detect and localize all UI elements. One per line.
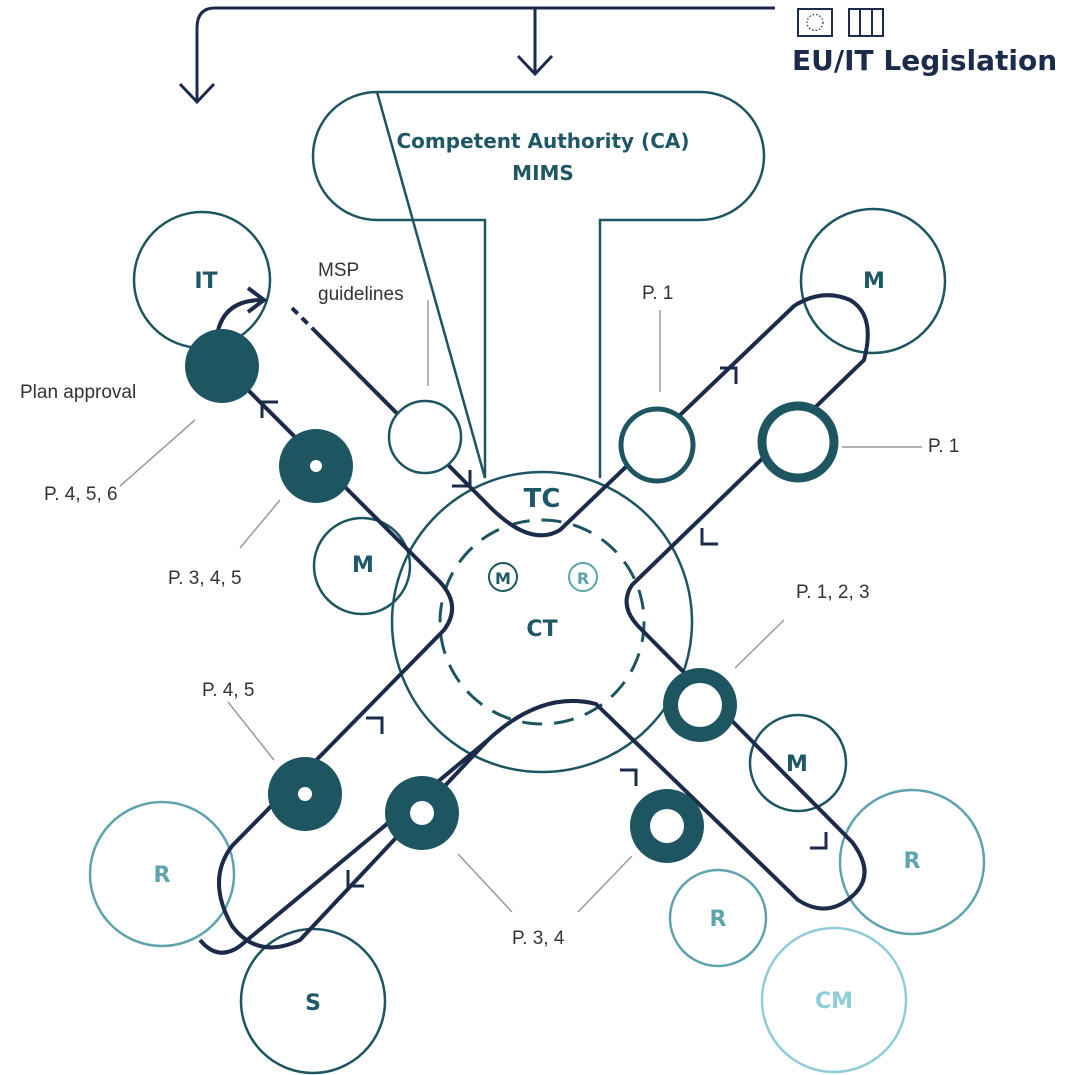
node-it-label: IT — [194, 269, 217, 294]
tc-label: TC — [524, 484, 561, 514]
p345-label: P. 3, 4, 5 — [168, 568, 242, 589]
msp-label-line2: guidelines — [318, 284, 404, 305]
m-badge-label: M — [495, 569, 511, 588]
flow-path-left — [217, 360, 490, 950]
eu-it-flags-icon — [797, 8, 884, 37]
process-node-p1-top — [618, 406, 696, 484]
process-node-p34-left-hole — [410, 801, 434, 825]
msp-node — [387, 399, 463, 475]
node-cm — [760, 926, 908, 1074]
plan-approval-arrowhead — [246, 286, 268, 314]
p1-right-label: P. 1 — [928, 436, 959, 457]
p456-label: P. 4, 5, 6 — [44, 484, 118, 505]
node-r-left — [88, 800, 236, 948]
authority-subtitle: MIMS — [512, 161, 574, 185]
node-r-bottom — [668, 868, 768, 968]
process-node-p345-hole — [310, 460, 322, 472]
p45-label: P. 4, 5 — [202, 680, 254, 701]
msp-label-line1: MSP — [318, 260, 359, 281]
node-m-top-right-label: M — [863, 269, 885, 294]
node-m-left — [312, 516, 412, 616]
arrowhead-left — [178, 82, 216, 105]
node-r-right — [838, 788, 986, 936]
p1-top-label: P. 1 — [642, 283, 673, 304]
r-badge-label: R — [577, 569, 589, 588]
node-m-right — [748, 713, 848, 813]
node-r-right-label: R — [904, 849, 921, 874]
process-node-p123-hole — [678, 683, 722, 727]
authority-title: Competent Authority (CA) — [397, 129, 690, 153]
node-r-left-label: R — [154, 863, 171, 888]
node-r-bottom-label: R — [710, 907, 727, 932]
process-node-p45-hole — [298, 787, 312, 801]
direction-ticks — [260, 366, 828, 888]
legislation-arrow-left — [195, 6, 775, 100]
node-m-left-label: M — [352, 553, 374, 578]
ct-dashed-ring — [438, 518, 646, 726]
node-cm-label: CM — [815, 989, 853, 1014]
process-node-p34-right-hole — [650, 809, 684, 843]
legislation-label: EU/IT Legislation — [792, 44, 1057, 77]
node-s-label: S — [305, 991, 321, 1016]
ct-label: CT — [526, 617, 557, 642]
r-badge-ring — [568, 562, 598, 592]
process-node-p1-right — [757, 401, 839, 483]
plan-approval-node — [185, 329, 259, 403]
ct-circle — [390, 470, 694, 774]
p123-label: P. 1, 2, 3 — [796, 582, 870, 603]
msp-dashed-link — [290, 306, 316, 332]
m-badge-ring — [488, 562, 518, 592]
plan-approval-label: Plan approval — [20, 382, 136, 403]
arrowhead-center — [516, 54, 554, 77]
competent-authority-box — [311, 90, 766, 479]
flow-path-main — [198, 293, 870, 955]
node-m-right-label: M — [786, 752, 808, 777]
p34-label: P. 3, 4 — [512, 928, 565, 949]
node-m-top-right — [799, 207, 947, 355]
leader-lines — [119, 300, 922, 913]
